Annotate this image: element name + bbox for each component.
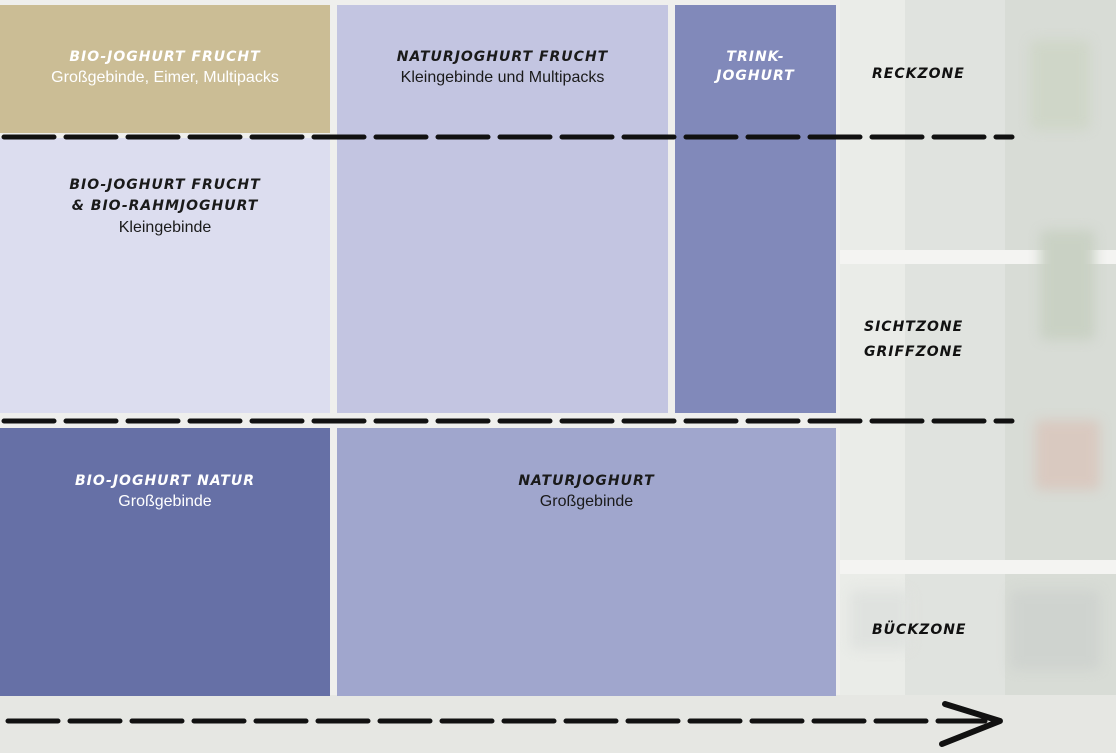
zone-label-bueckzone: Bückzone <box>872 622 967 638</box>
panel-subtitle: Großgebinde <box>118 493 212 510</box>
panel-title: Bio-Joghurt Natur <box>74 473 256 489</box>
panel-naturjoghurt-frucht: Naturjoghurt Frucht Kleingebinde und Mul… <box>337 5 668 413</box>
zone-label-reckzone: Reckzone <box>872 66 965 82</box>
panel-title-line2: joghurt <box>716 68 795 84</box>
arrow-head-icon <box>939 701 1003 747</box>
panel-bio-joghurt-frucht-grossgebinde: Bio-Joghurt Frucht Großgebinde, Eimer, M… <box>0 5 330 133</box>
panel-subtitle: Großgebinde, Eimer, Multipacks <box>51 69 279 86</box>
panel-subtitle: Großgebinde <box>539 493 634 510</box>
panel-subtitle: Kleingebinde <box>118 219 212 236</box>
panel-title: Bio-Joghurt Frucht <box>69 49 261 65</box>
panel-title-line2: & Bio-Rahmjoghurt <box>71 198 259 214</box>
panel-title: Naturjoghurt Frucht <box>396 49 609 65</box>
panel-title: Naturjoghurt <box>518 473 655 489</box>
panel-bio-joghurt-natur: Bio-Joghurt Natur Großgebinde <box>0 428 330 696</box>
panel-trinkjoghurt: Trink- joghurt <box>675 5 836 413</box>
panel-title-line1: Trink- <box>726 49 785 65</box>
panel-bio-joghurt-frucht-rahmjoghurt: Bio-Joghurt Frucht & Bio-Rahmjoghurt Kle… <box>0 138 330 413</box>
panel-naturjoghurt: Naturjoghurt Großgebinde <box>337 428 836 696</box>
panel-subtitle: Kleingebinde und Multipacks <box>400 69 605 86</box>
zone-label-griffzone: Griffzone <box>864 344 963 360</box>
zone-label-sichtzone: Sichtzone <box>864 319 964 335</box>
panel-title-line1: Bio-Joghurt Frucht <box>69 177 261 193</box>
